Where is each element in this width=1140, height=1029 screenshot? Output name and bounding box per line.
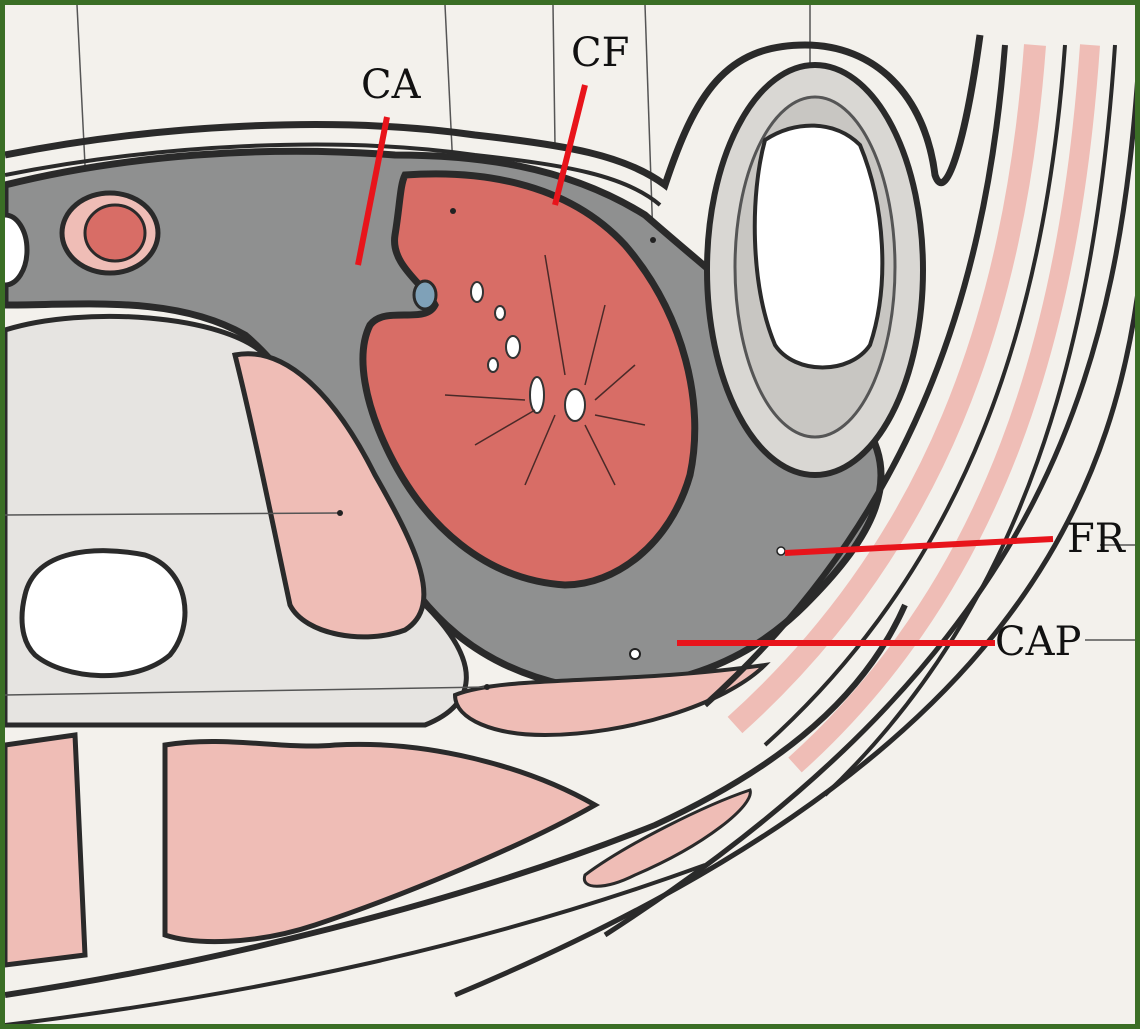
label-ca: CA — [361, 65, 421, 105]
renal-pelvis-vessel — [414, 281, 436, 309]
label-cap: CAP — [995, 622, 1081, 662]
marker-dot-fr — [777, 547, 785, 555]
muscle-block-left — [5, 735, 85, 965]
vessel-left-inner — [85, 205, 145, 261]
label-cf: CF — [571, 33, 629, 73]
marker-dot — [450, 208, 456, 214]
marker-dot — [337, 510, 343, 516]
marker-dot — [484, 684, 490, 690]
colon-lumen — [755, 126, 883, 368]
label-fr: FR — [1067, 519, 1125, 559]
marker-dot — [650, 237, 656, 243]
vertebral-foramen — [22, 551, 185, 676]
anatomy-illustration — [5, 5, 1140, 1029]
marker-dot-cap — [630, 649, 640, 659]
